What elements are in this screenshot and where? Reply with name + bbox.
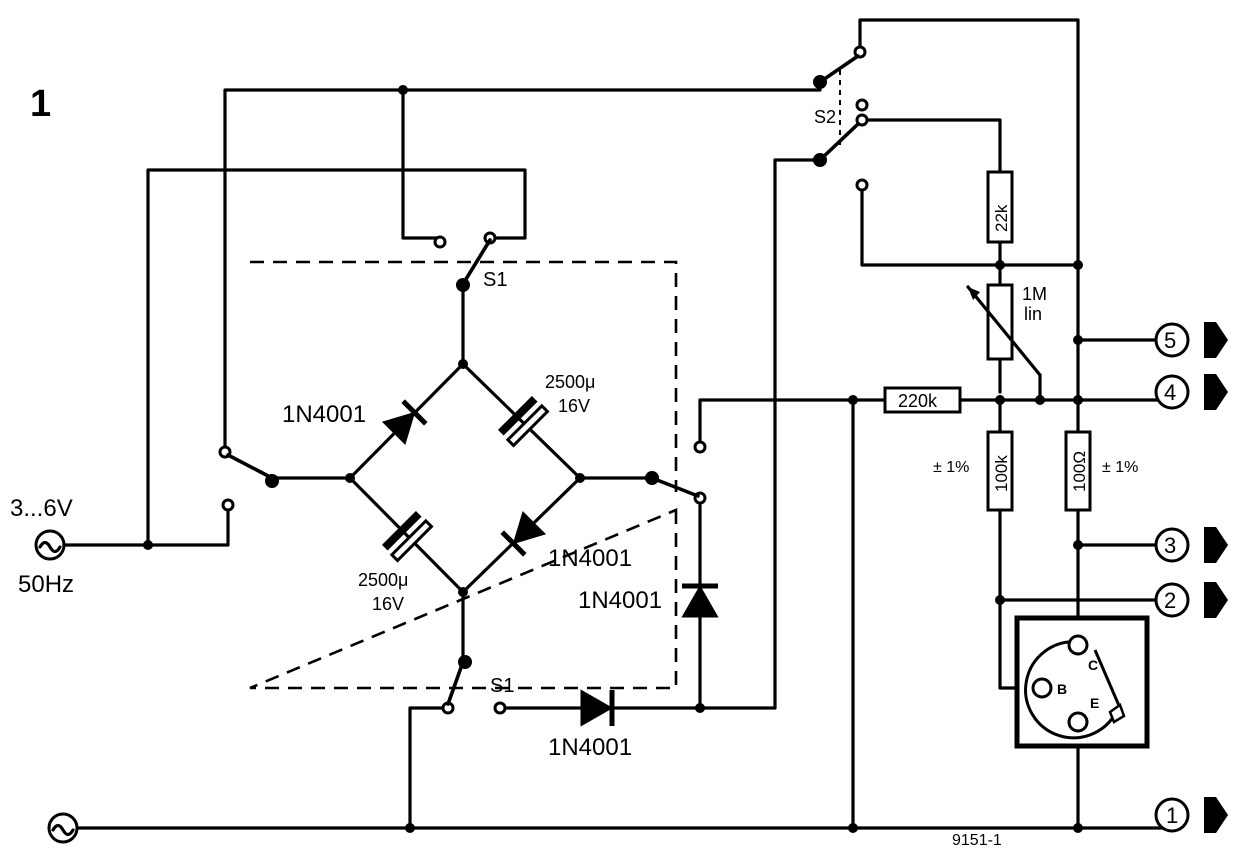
- source-voltage-label: 3...6V: [10, 495, 73, 522]
- diode-bridge-top-left: [381, 399, 428, 446]
- potentiometer-value: 1M: [1022, 284, 1047, 304]
- wiring: [62, 18, 1172, 830]
- switch-right[interactable]: [645, 440, 707, 505]
- bridge-enclosure: [249, 260, 678, 690]
- resistor-22k-label: 22k: [992, 204, 1011, 232]
- diode-label-2: 1N4001: [548, 545, 632, 572]
- capacitor-2-value: 2500μ: [358, 570, 408, 590]
- terminal-4-label: 4: [1164, 380, 1176, 405]
- capacitor-bottom-left: [381, 510, 434, 563]
- resistor-100k: [986, 430, 1014, 512]
- transistor-socket: [1014, 615, 1150, 749]
- terminal-2[interactable]: [1154, 582, 1228, 618]
- pin-c-label: C: [1088, 657, 1098, 673]
- diode-label-1: 1N4001: [282, 401, 366, 428]
- figure-number: 1: [30, 83, 51, 125]
- terminal-5-label: 5: [1164, 328, 1176, 353]
- ac-source-bottom-icon: [47, 812, 79, 844]
- terminal-4[interactable]: [1154, 374, 1228, 410]
- switch-left[interactable]: [218, 445, 279, 512]
- terminal-1[interactable]: [1154, 797, 1228, 833]
- capacitor-1-voltage: 16V: [558, 396, 590, 416]
- potentiometer-arrow: [966, 285, 1042, 377]
- tolerance-left: ± 1%: [933, 459, 969, 476]
- resistor-220k: [883, 386, 962, 414]
- resistor-22k: [986, 170, 1014, 244]
- capacitor-2-voltage: 16V: [372, 594, 404, 614]
- ac-source-top-icon: [34, 529, 66, 561]
- resistor-220k-label: 220k: [898, 391, 938, 411]
- terminal-1-label: 1: [1166, 803, 1178, 828]
- terminal-3-label: 3: [1164, 533, 1176, 558]
- terminal-5[interactable]: [1154, 322, 1228, 358]
- terminal-3[interactable]: [1154, 527, 1228, 563]
- potentiometer-law: lin: [1024, 304, 1042, 324]
- pin-b-label: B: [1057, 681, 1067, 697]
- switch-s1-top-label: S1: [483, 269, 507, 291]
- switch-s2[interactable]: [813, 45, 869, 192]
- diode-label-3: 1N4001: [578, 587, 662, 614]
- terminal-2-label: 2: [1164, 588, 1176, 613]
- switch-s1-bottom-label: S1: [490, 675, 514, 697]
- diode-label-4: 1N4001: [548, 734, 632, 761]
- capacitor-top-right: [497, 395, 550, 448]
- diode-horizontal: [580, 689, 615, 727]
- resistor-100k-label: 100k: [992, 455, 1011, 492]
- potentiometer-1m: [986, 283, 1014, 361]
- pin-e-label: E: [1090, 695, 1099, 711]
- switch-s2-label: S2: [814, 107, 836, 127]
- junction-dots: [143, 85, 1083, 833]
- diode-bridge-bottom-right: [500, 510, 547, 557]
- resistor-100-ohm: [1064, 430, 1092, 512]
- switch-s1-top[interactable]: [433, 231, 497, 292]
- figure-reference: 9151-1: [952, 832, 1002, 849]
- capacitor-1-value: 2500μ: [545, 372, 595, 392]
- switch-s1-bottom[interactable]: [441, 655, 507, 715]
- tolerance-right: ± 1%: [1102, 459, 1138, 476]
- diode-vertical: [681, 583, 719, 618]
- source-frequency-label: 50Hz: [18, 571, 74, 598]
- resistor-100-ohm-label: 100Ω: [1070, 451, 1089, 492]
